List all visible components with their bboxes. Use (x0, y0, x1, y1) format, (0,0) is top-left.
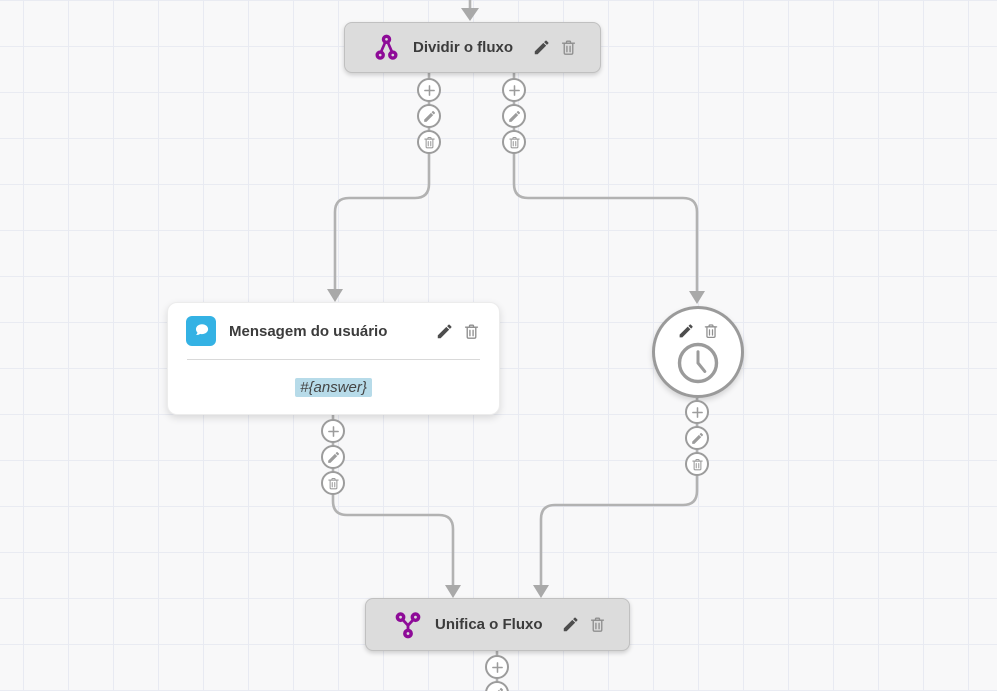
plus-icon (325, 423, 342, 440)
plus-icon (506, 82, 523, 99)
edit-node-icon[interactable] (561, 615, 580, 634)
variable-chip[interactable]: #{answer} (295, 377, 372, 397)
arrowhead-into-split (461, 8, 479, 21)
plus-icon (421, 82, 438, 99)
clock-icon (676, 341, 720, 385)
add-port-button[interactable] (685, 400, 709, 424)
edit-port-button[interactable] (417, 104, 441, 128)
delete-node-icon[interactable] (559, 38, 578, 57)
user-message-title: Mensagem do usuário (229, 322, 388, 340)
delete-port-button[interactable] (502, 130, 526, 154)
arrowhead-into-message (327, 289, 343, 302)
pencil-icon (326, 450, 341, 465)
merge-node-title: Unifica o Fluxo (435, 616, 543, 633)
trash-icon (690, 457, 705, 472)
pencil-icon (507, 109, 522, 124)
arrowhead-delay-into-merge (533, 585, 549, 598)
split-flow-node[interactable]: Dividir o fluxo (344, 22, 601, 73)
connector-split-left (333, 73, 431, 290)
pencil-icon (490, 686, 505, 691)
connector-split-right (512, 73, 699, 292)
split-flow-icon (373, 34, 400, 61)
edit-node-icon[interactable] (532, 38, 551, 57)
add-port-button[interactable] (485, 655, 509, 679)
trash-icon (507, 135, 522, 150)
trash-icon (326, 476, 341, 491)
arrowhead-message-into-merge (445, 585, 461, 598)
user-message-header: Mensagem do usuário (168, 303, 499, 359)
trash-icon (422, 135, 437, 150)
pencil-icon (690, 431, 705, 446)
arrowhead-into-delay (689, 291, 705, 304)
plus-icon (489, 659, 506, 676)
split-node-title: Dividir o fluxo (413, 39, 514, 56)
connector-message-out (331, 415, 455, 586)
delete-node-icon[interactable] (462, 322, 481, 341)
user-message-body: #{answer} (168, 360, 499, 414)
plus-icon (689, 404, 706, 421)
divider (187, 359, 480, 360)
delete-port-button[interactable] (417, 130, 441, 154)
pencil-icon (422, 109, 437, 124)
edit-port-button[interactable] (502, 104, 526, 128)
add-port-button[interactable] (321, 419, 345, 443)
edit-port-button[interactable] (685, 426, 709, 450)
edit-node-icon[interactable] (435, 322, 454, 341)
edit-node-icon[interactable] (677, 322, 695, 340)
chat-bubble-icon (186, 316, 216, 346)
add-port-button[interactable] (417, 78, 441, 102)
delete-port-button[interactable] (685, 452, 709, 476)
merge-flow-icon (394, 611, 422, 639)
delete-node-icon[interactable] (588, 615, 607, 634)
delay-node[interactable] (652, 306, 744, 398)
delete-port-button[interactable] (321, 471, 345, 495)
merge-flow-node[interactable]: Unifica o Fluxo (365, 598, 630, 651)
user-message-node[interactable]: Mensagem do usuário #{answer} (167, 302, 500, 415)
edit-port-button[interactable] (321, 445, 345, 469)
add-port-button[interactable] (502, 78, 526, 102)
delete-node-icon[interactable] (702, 322, 720, 340)
connector-delay-out (539, 398, 699, 586)
